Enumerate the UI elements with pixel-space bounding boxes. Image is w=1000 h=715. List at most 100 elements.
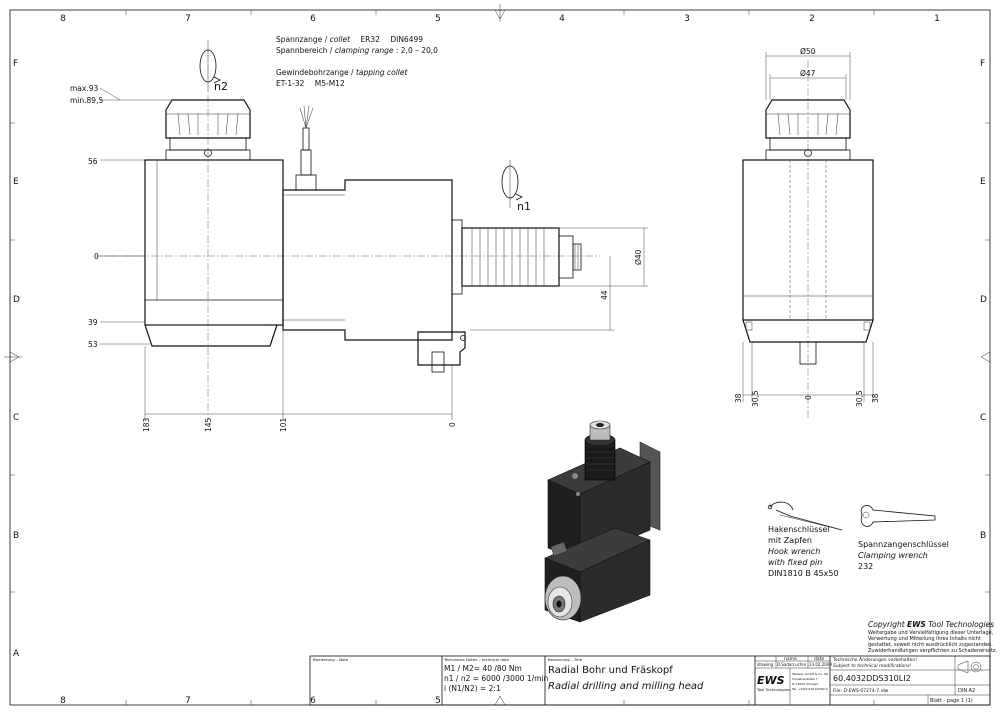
col-label: 8 [60, 14, 66, 24]
svg-text:Gewindebohrzange /: Gewindebohrzange / tapping collet [276, 68, 408, 77]
rotation-symbol-n2: n2 [199, 40, 228, 93]
address-3: D-73099 Uhingen [792, 682, 818, 686]
hook-de2: mit Zapfen [768, 536, 812, 545]
clamping-wrench-illustration [860, 505, 936, 527]
ews-logo: EWS [757, 674, 785, 687]
file-name: File: D-EWS-07274-7.idw [833, 688, 889, 694]
accessories-text: Hakenschlüssel mit Zapfen Hook wrench wi… [768, 525, 949, 578]
col-label: 5 [435, 696, 441, 706]
copyright-line2: Weitergabe und Vervielfältigung dieser U… [868, 630, 994, 636]
title-block [309, 655, 991, 706]
svg-text:Spannzange / col: Spannzange / collet ER32 DIN6499 [276, 35, 423, 44]
col-label: 8 [60, 696, 66, 706]
tech-speed: n1 / n2 = 6000 /3000 1/min [444, 674, 549, 683]
col-label: 7 [185, 14, 191, 24]
drawn-by: D.Sadarcuchni [777, 662, 806, 667]
row-label: E [13, 177, 19, 187]
dim-30-5-right: 30,5 [855, 390, 864, 407]
label-n2: n2 [214, 80, 228, 93]
svg-text:Spannbereich / c: Spannbereich / clamping range : 2,0 – 20… [276, 46, 438, 55]
clamp-de: Spannzangenschlüssel [858, 540, 949, 549]
col-label: 6 [310, 14, 316, 24]
hook-en1: Hook wrench [768, 547, 820, 556]
clamp-en: Clamping wrench [858, 551, 928, 560]
copyright-suffix: Tool Technologies [928, 620, 994, 629]
copyright-prefix: Copyright [868, 620, 907, 629]
note-collet-spec1: ER32 [360, 35, 380, 44]
side-view-dimensions: Ø50 Ø47 38 30,5 0 30,5 38 [734, 47, 880, 407]
note-tap-en: tapping collet [356, 68, 409, 77]
change-de: Technische Änderungen vorbehalten! [832, 656, 917, 663]
copyright-line4: gestattet, soweit nicht ausdrücklich zug… [868, 642, 993, 648]
isometric-render [544, 420, 661, 623]
part-number: 60.4032DDS310LI2 [833, 674, 911, 683]
row-label: D [13, 295, 20, 305]
row-drawing: drawing [757, 662, 774, 667]
copyright-brand: EWS [907, 620, 926, 629]
row-label: E [980, 177, 986, 187]
tech-torque: M1 / M2= 40 /80 Nm [444, 664, 522, 673]
dim-max: max.93 [70, 84, 98, 93]
frame-row-labels: F E D C B A F E D C B [13, 59, 987, 659]
col-label: 3 [684, 14, 690, 24]
dim-39: 39 [88, 318, 98, 327]
svg-text:ET-1-32 M5-M12: ET-1-32 M5-M12 [276, 79, 345, 88]
tech-ratio: i (N1/N2) = 2:1 [444, 684, 501, 693]
dim-0-side: 0 [804, 395, 813, 400]
row-label: B [980, 531, 986, 541]
col-label: 2 [809, 14, 815, 24]
label-n1: n1 [517, 200, 531, 213]
note-range-de: Spannbereich [276, 46, 328, 55]
remark-label: Bemerkung – Note [313, 657, 349, 662]
copyright-line5: Zuwiderhandlungen verpflichten zu Schade… [868, 648, 997, 654]
address-2: Industriestraße 7 [792, 677, 818, 681]
note-tap-spec2: M5-M12 [315, 79, 345, 88]
projection-symbol-icon [957, 660, 982, 674]
sheet-number: Blatt - page 1 (1) [930, 698, 973, 704]
dim-30-5-left: 30,5 [751, 390, 760, 407]
front-view-dimensions: max.93 min.89,5 56 0 39 53 183 145 101 0… [70, 84, 643, 432]
row-label: C [13, 413, 19, 423]
drawn-date: 23.02.2009 [809, 662, 832, 667]
change-en: Subject to technical modifications! [833, 663, 911, 669]
address-1: Weisser GmbH & Co. KG [792, 672, 829, 676]
dim-183: 183 [142, 417, 151, 432]
col-label: 7 [185, 696, 191, 706]
dim-56: 56 [88, 157, 98, 166]
dim-44: 44 [600, 290, 609, 300]
hook-wrench-illustration [767, 501, 843, 531]
title-block-text: Bemerkung – Note Technische Daten – tech… [313, 656, 975, 704]
col-label: 6 [310, 696, 316, 706]
drawing-frame [4, 4, 991, 706]
note-range-en: clamping range [335, 46, 394, 55]
note-tap-de: Gewindebohrzange [276, 68, 349, 77]
title-de: Radial Bohr und Fräskopf [548, 665, 673, 676]
note-collet-de: Spannzange [276, 35, 323, 44]
dim-145: 145 [204, 417, 213, 432]
paper-format: DIN A2 [958, 688, 975, 694]
note-tap-spec1: ET-1-32 [276, 79, 305, 88]
rotation-symbol-n1: n1 [501, 160, 531, 213]
col-label: 5 [435, 14, 441, 24]
row-label: C [980, 413, 986, 423]
note-range-val: 2,0 – 20,0 [401, 46, 438, 55]
dim-d50: Ø50 [800, 47, 816, 56]
dim-38-left: 38 [734, 393, 743, 403]
svg-text:Copyright EWS To: Copyright EWS Tool Technologies [868, 620, 994, 629]
col-label: 4 [559, 14, 565, 24]
frame-column-labels: 8 7 6 5 4 3 2 1 8 7 6 5 [60, 14, 940, 706]
hook-de1: Hakenschlüssel [768, 525, 830, 534]
row-label: A [13, 649, 20, 659]
dim-53: 53 [88, 340, 98, 349]
dim-38-right: 38 [871, 393, 880, 403]
collet-notes: Spannzange / collet ER32 DIN6499 Spannbe… [276, 35, 438, 88]
dim-0-bottom: 0 [448, 422, 457, 427]
hook-spec: DIN1810 B 45x50 [768, 569, 839, 578]
front-view: n2 [95, 40, 648, 420]
col-date: date [814, 656, 824, 662]
dim-0: 0 [94, 252, 99, 261]
side-view [742, 52, 874, 420]
clamp-spec: 232 [858, 562, 873, 571]
tech-label: Technische Daten – technical data [443, 657, 509, 662]
